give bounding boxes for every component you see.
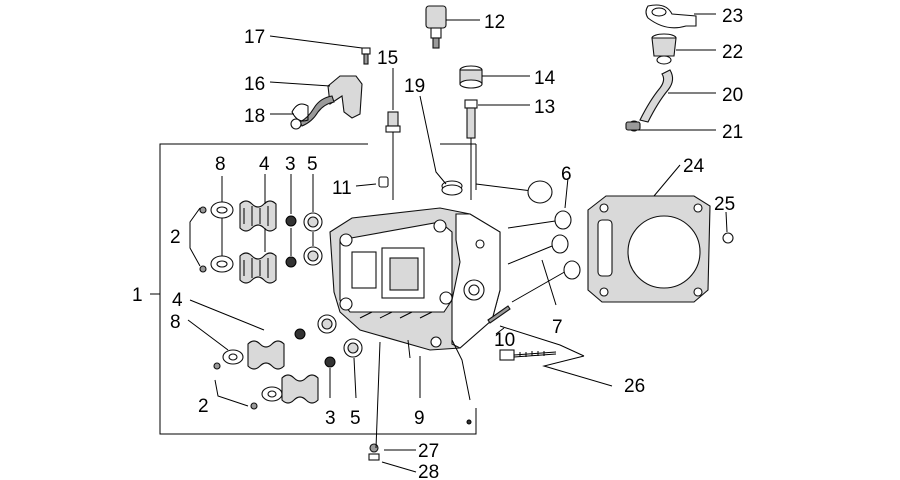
label-11: 11 — [332, 178, 352, 199]
label-20: 20 — [722, 85, 743, 106]
label-21: 21 — [722, 122, 743, 143]
label-8a: 8 — [215, 154, 226, 175]
label-1: 1 — [132, 285, 143, 306]
label-3b: 3 — [325, 408, 336, 429]
dowel-25 — [722, 232, 734, 244]
ignition-parts — [290, 47, 371, 130]
sensor-15 — [385, 111, 401, 200]
label-23: 23 — [722, 6, 743, 27]
label-14: 14 — [534, 68, 556, 89]
coolant-hose-parts — [625, 4, 697, 132]
dowel-11 — [378, 176, 389, 188]
label-26: 26 — [624, 376, 645, 397]
head-gasket-24 — [587, 195, 711, 303]
label-8b: 8 — [170, 312, 181, 333]
label-17: 17 — [244, 27, 265, 48]
label-27: 27 — [418, 441, 439, 462]
label-10: 10 — [494, 330, 515, 351]
label-9: 9 — [414, 408, 425, 429]
label-4b: 4 — [172, 290, 183, 311]
fasteners — [368, 305, 557, 461]
assembly-frame — [159, 143, 477, 435]
label-5b: 5 — [350, 408, 361, 429]
thermostat-13-14 — [459, 65, 483, 200]
label-2b: 2 — [198, 396, 209, 417]
sensor-12 — [425, 5, 447, 49]
label-19: 19 — [404, 76, 425, 97]
label-6: 6 — [561, 164, 572, 185]
label-25: 25 — [714, 194, 735, 215]
valve-spring-set-lower — [213, 314, 363, 410]
cover-6 — [527, 180, 553, 204]
callout-labels: 1 2 2 3 3 4 4 5 5 6 7 8 8 9 10 11 12 13 … — [132, 6, 743, 480]
label-16: 16 — [244, 74, 265, 95]
label-24: 24 — [683, 156, 705, 177]
label-13: 13 — [534, 97, 555, 118]
label-18: 18 — [244, 106, 265, 127]
label-3a: 3 — [285, 154, 296, 175]
cylinder-head — [329, 207, 501, 351]
label-2a: 2 — [170, 227, 181, 248]
label-15: 15 — [377, 48, 398, 69]
label-7: 7 — [552, 317, 563, 338]
clamp-19 — [441, 180, 463, 196]
valve-spring-set-upper — [199, 200, 323, 284]
label-28: 28 — [418, 462, 439, 480]
label-22: 22 — [722, 42, 743, 63]
leader-lines — [150, 13, 728, 473]
label-5a: 5 — [307, 154, 318, 175]
label-12: 12 — [484, 12, 505, 33]
label-4a: 4 — [259, 154, 270, 175]
